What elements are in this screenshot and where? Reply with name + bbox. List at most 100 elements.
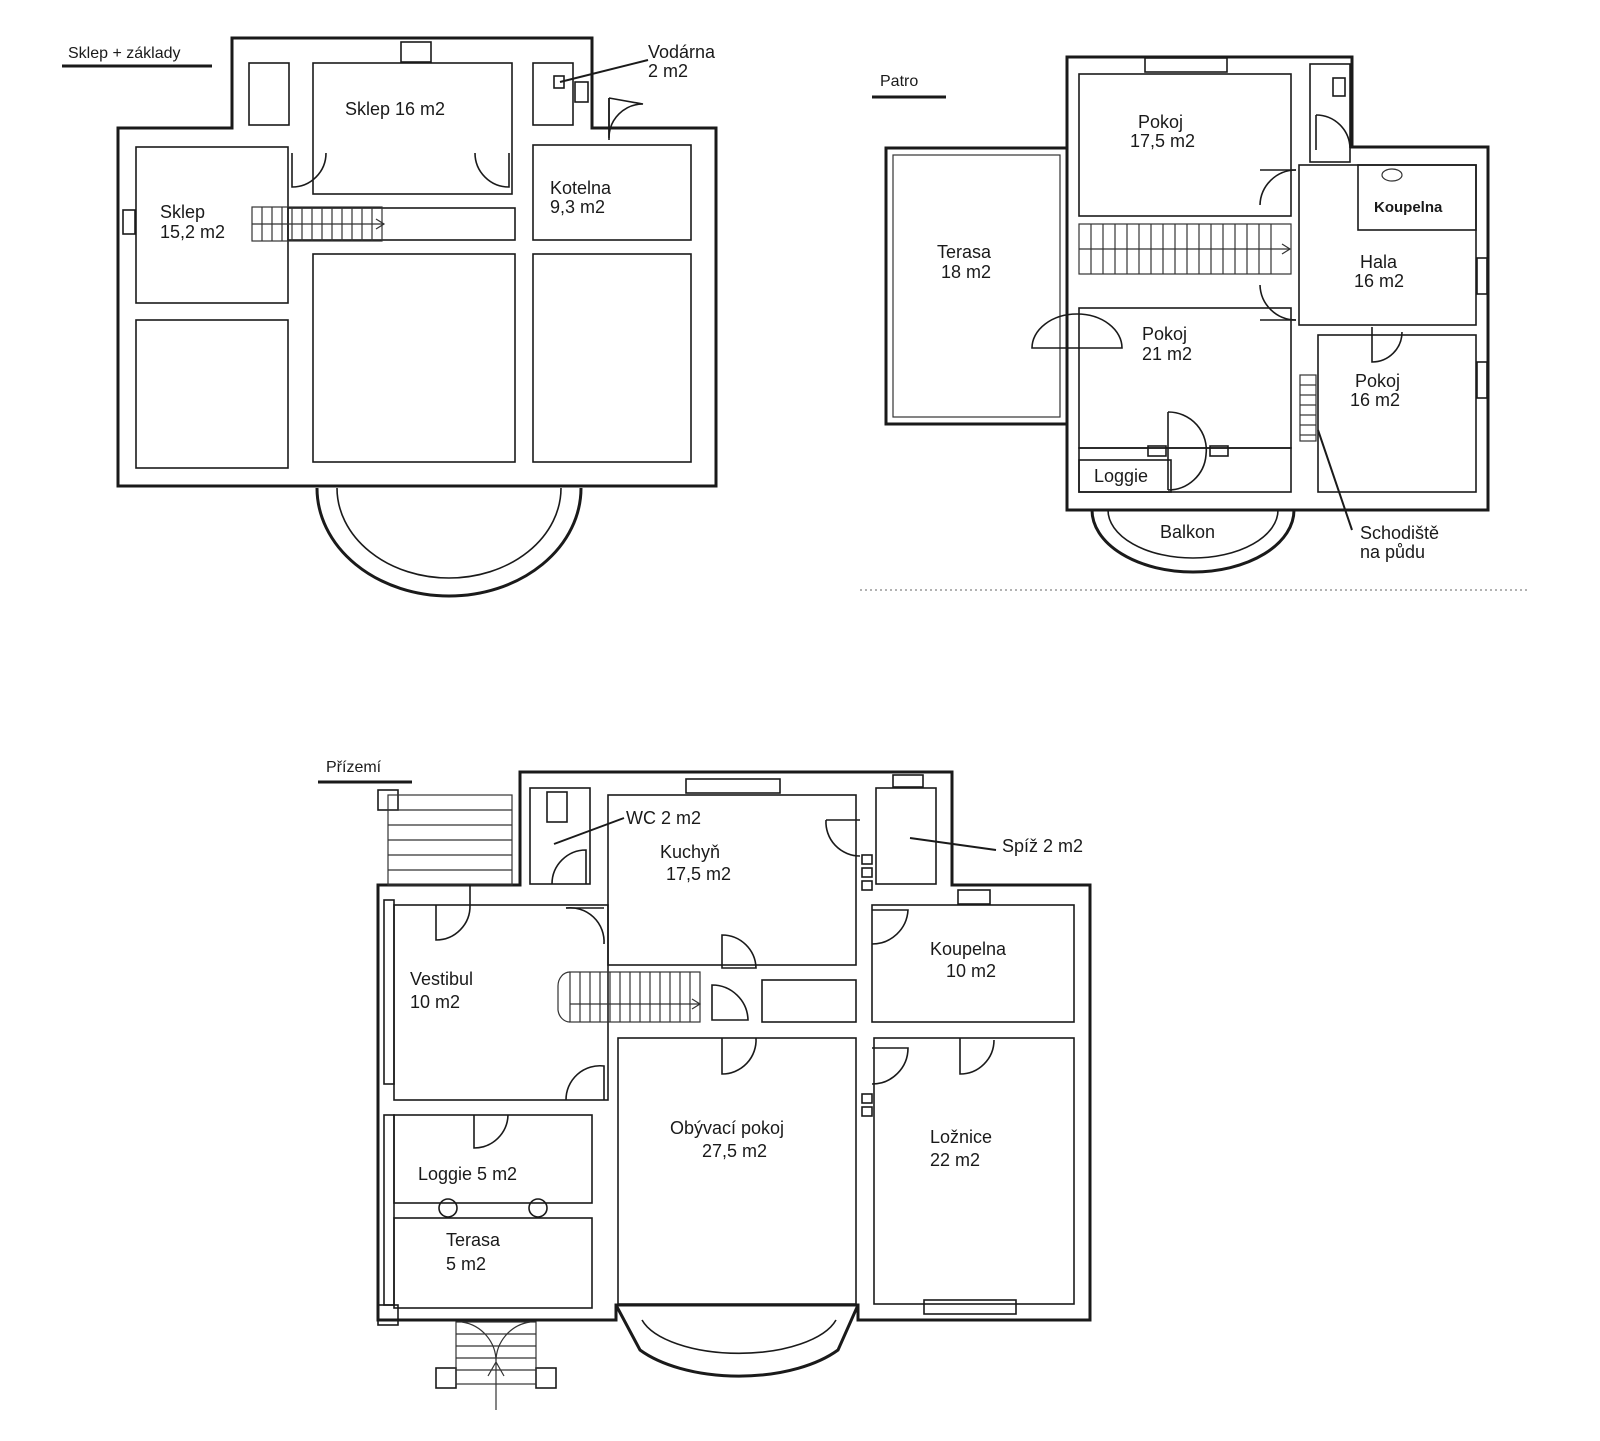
basement-bay-inner bbox=[336, 487, 562, 579]
loggie-west-window bbox=[383, 1114, 395, 1306]
upper-title: Patro bbox=[880, 73, 918, 90]
ground-title: Přízemí bbox=[326, 759, 382, 776]
kitchen-window bbox=[685, 778, 781, 794]
basement-window bbox=[400, 41, 432, 63]
upper-stairs bbox=[1078, 223, 1292, 275]
label-spiz: Spíž 2 m2 bbox=[1002, 836, 1083, 856]
room-koupelna-upper bbox=[1357, 164, 1477, 231]
ground-entry-stairs-south bbox=[435, 1321, 557, 1410]
kitchen-door-south bbox=[721, 934, 757, 969]
corridor-door bbox=[711, 984, 749, 1021]
label-koupelna-area: 10 m2 bbox=[946, 961, 996, 981]
label-obyvaci-name: Obývací pokoj bbox=[670, 1118, 784, 1138]
basement-door-3 bbox=[608, 97, 644, 139]
label-loznice-name: Ložnice bbox=[930, 1127, 992, 1147]
basement-door-1 bbox=[291, 152, 327, 188]
label-pokoj-3-area: 16 m2 bbox=[1350, 390, 1400, 410]
label-balkon: Balkon bbox=[1160, 522, 1215, 542]
balcony-outer bbox=[1090, 509, 1296, 574]
wc-leader-line bbox=[553, 817, 625, 845]
schodiste-leader-line bbox=[1317, 429, 1353, 531]
label-pokoj-2-area: 21 m2 bbox=[1142, 344, 1192, 364]
washbasin-icon bbox=[1381, 168, 1403, 182]
loznice-door-2 bbox=[871, 1047, 909, 1085]
upper-wc bbox=[1309, 63, 1351, 163]
room-spiz bbox=[875, 787, 937, 885]
room-wc bbox=[529, 787, 591, 885]
label-schodiste-1: Schodiště bbox=[1360, 523, 1439, 543]
upper-outer-wall bbox=[1065, 55, 1490, 512]
label-obyvaci-area: 27,5 m2 bbox=[702, 1141, 767, 1161]
basement-plan: Sklep + základy bbox=[62, 36, 718, 598]
kitchen-door-east bbox=[825, 819, 861, 857]
column-2 bbox=[528, 1198, 548, 1218]
label-vestibul-name: Vestibul bbox=[410, 969, 473, 989]
basement-room-sw bbox=[135, 319, 289, 469]
room-hala bbox=[1298, 164, 1477, 326]
label-terasa-ground-name: Terasa bbox=[446, 1230, 501, 1250]
living-bay-outer bbox=[614, 1304, 860, 1378]
loggie-door bbox=[1167, 411, 1208, 491]
basement-room-se bbox=[532, 253, 692, 463]
vodarna-leader-line bbox=[559, 59, 649, 83]
basement-stairs bbox=[251, 206, 386, 242]
vestibul-door-north bbox=[435, 904, 471, 941]
toilet-icon bbox=[1332, 77, 1346, 97]
basement-window-west bbox=[122, 209, 136, 235]
label-koupelna-upper: Koupelna bbox=[1374, 199, 1443, 216]
upper-door-4 bbox=[1371, 327, 1403, 363]
label-koupelna-name: Koupelna bbox=[930, 939, 1007, 959]
column-1 bbox=[438, 1198, 458, 1218]
bedroom-window bbox=[923, 1299, 1017, 1315]
loznice-door-1 bbox=[959, 1038, 995, 1075]
basement-room-s bbox=[312, 253, 516, 463]
room-loznice bbox=[873, 1037, 1075, 1305]
room-kuchyn bbox=[607, 794, 857, 966]
ground-entry-stairs-north bbox=[377, 789, 513, 886]
label-terasa-area: 18 m2 bbox=[941, 262, 991, 282]
room-pokoj-17-5 bbox=[1078, 73, 1292, 217]
upper-window-east-2 bbox=[1476, 361, 1488, 399]
upper-window-north bbox=[1144, 57, 1228, 73]
label-loggie-ground: Loggie 5 m2 bbox=[418, 1164, 517, 1184]
room-vodarna bbox=[532, 62, 574, 126]
vestibul-west-window bbox=[383, 899, 395, 1085]
room-kotelna bbox=[532, 144, 692, 241]
label-schodiste-2: na půdu bbox=[1360, 542, 1425, 562]
spiz-vent bbox=[892, 774, 924, 788]
label-kuchyn-name: Kuchyň bbox=[660, 842, 720, 862]
basement-window-small bbox=[574, 81, 589, 103]
label-loggie-upper: Loggie bbox=[1094, 466, 1148, 486]
attic-stairs bbox=[1299, 374, 1317, 442]
loggie-door-ground bbox=[473, 1114, 509, 1149]
spiz-leader-line bbox=[909, 837, 997, 851]
label-pokoj-3-name: Pokoj bbox=[1355, 371, 1400, 391]
label-pokoj-1-name: Pokoj bbox=[1138, 112, 1183, 132]
upper-floor-plan: Patro bbox=[860, 55, 1530, 591]
label-hala-area: 16 m2 bbox=[1354, 271, 1404, 291]
vestibul-door-south bbox=[565, 1064, 605, 1101]
label-kotelna-area: 9,3 m2 bbox=[550, 197, 605, 217]
terrace-outline bbox=[884, 146, 1069, 426]
basement-bay-outer bbox=[315, 487, 583, 598]
room-sklep-16 bbox=[312, 62, 513, 195]
label-terasa-ground-area: 5 m2 bbox=[446, 1254, 486, 1274]
basement-outer-wall bbox=[116, 36, 718, 488]
label-wc: WC 2 m2 bbox=[626, 808, 701, 828]
label-vestibul-area: 10 m2 bbox=[410, 992, 460, 1012]
basement-door-2 bbox=[474, 152, 510, 188]
basement-shaft bbox=[248, 62, 290, 126]
ground-interior-stairs bbox=[557, 971, 702, 1023]
toilet-icon-ground bbox=[546, 791, 568, 823]
room-koupelna-ground bbox=[871, 904, 1075, 1023]
living-door-north bbox=[721, 1037, 757, 1075]
label-loznice-area: 22 m2 bbox=[930, 1150, 980, 1170]
terrace-door bbox=[1031, 313, 1123, 349]
label-sklep-16: Sklep 16 m2 bbox=[345, 99, 445, 119]
label-vodarna-name: Vodárna bbox=[648, 42, 716, 62]
upper-window-east-1 bbox=[1476, 257, 1488, 295]
koupelna-door bbox=[871, 909, 909, 945]
label-pokoj-1-area: 17,5 m2 bbox=[1130, 131, 1195, 151]
label-sklep-area: 15,2 m2 bbox=[160, 222, 225, 242]
